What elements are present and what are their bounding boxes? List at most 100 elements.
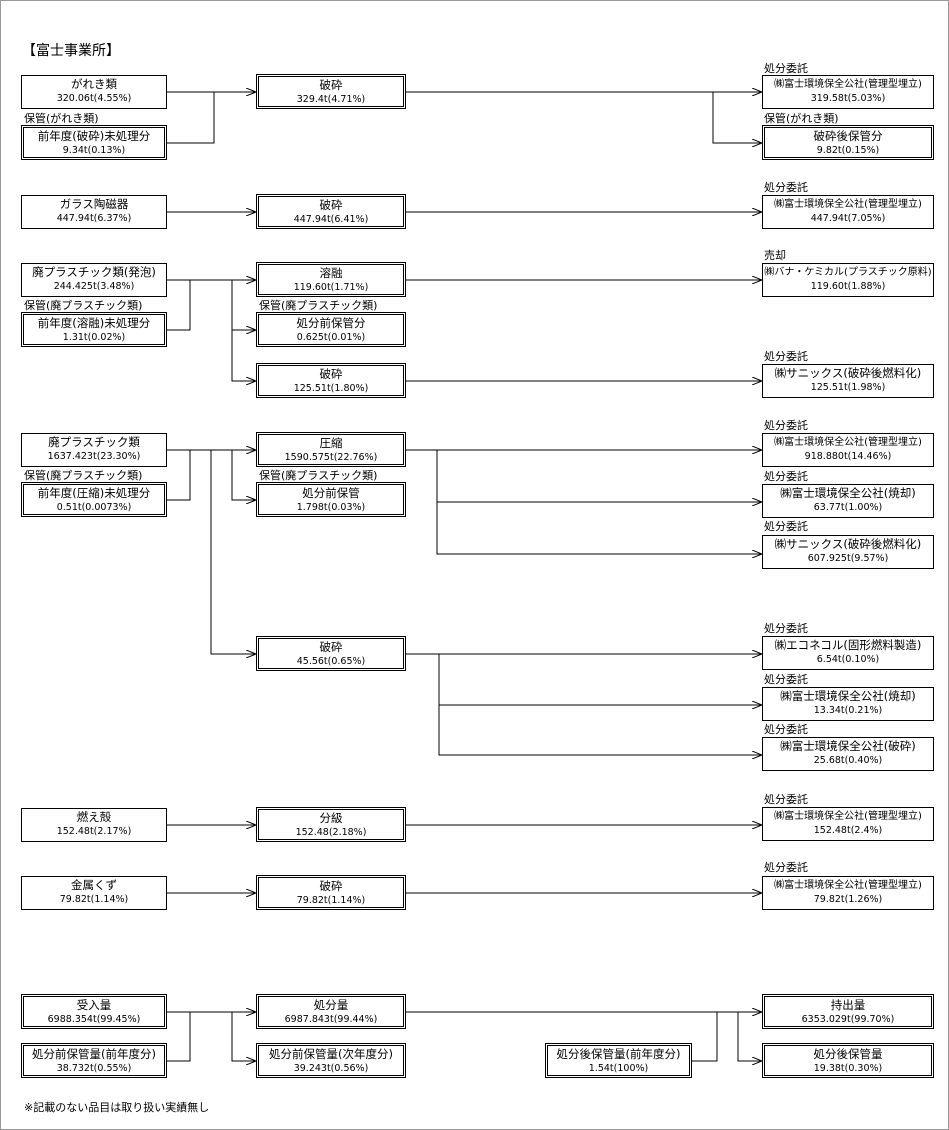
edge-a3-a5 [712, 92, 762, 143]
node-value: 607.925t(9.57%) [807, 553, 889, 564]
node-label: 処分前保管量(次年度分) [269, 1047, 393, 1061]
node-caption: 処分委託 [764, 793, 808, 806]
node-value: 447.94t(6.41%) [293, 214, 369, 225]
node-foam-carryover: 前年度(溶融)未処理分 1.31t(0.02%) [21, 312, 167, 347]
edge-c2-merge [167, 280, 191, 331]
node-value: 25.68t(0.40%) [813, 755, 883, 766]
node-label: ガラス陶磁器 [59, 197, 129, 211]
node-value: 125.51t(1.80%) [293, 383, 369, 394]
node-label: ㈱サニックス(破砕後燃料化) [774, 366, 922, 380]
node-label: ㈱富士環境保全公社(破砕) [780, 739, 916, 753]
edge-g-branch-g4 [231, 1012, 256, 1061]
node-caption: 保管(がれき類) [764, 112, 839, 125]
node-value: 0.625t(0.01%) [296, 332, 366, 343]
node-plastic-foam: 廃プラスチック類(発泡) 244.425t(3.48%) [21, 263, 167, 297]
node-sanix-d: ㈱サニックス(破砕後燃料化) 607.925t(9.57%) [762, 535, 934, 569]
node-gareki-carryover: 前年度(破砕)未処理分 9.34t(0.13%) [21, 125, 167, 160]
node-label: がれき類 [71, 77, 117, 91]
node-value: 319.58t(5.03%) [810, 93, 886, 104]
edge-c-branch-c5 [231, 330, 256, 381]
node-caption: 保管(廃プラスチック類) [259, 299, 378, 312]
node-value: 152.48t(2.17%) [56, 826, 132, 837]
node-value: 918.880t(14.46%) [804, 451, 892, 462]
node-melt: 溶融 119.60t(1.71%) [256, 262, 406, 297]
node-label: ㈱富士環境保全公社(管理型埋立) [774, 437, 922, 448]
node-label: 金属くず [71, 878, 117, 892]
node-value: 1.31t(0.02%) [62, 332, 126, 343]
node-label: 処分量 [313, 998, 349, 1012]
node-total-processed: 処分量 6987.843t(99.44%) [256, 994, 406, 1029]
node-label: 処分後保管量 [813, 1047, 883, 1061]
node-label: ㈱富士環境保全公社(管理型埋立) [774, 79, 922, 90]
node-value: 1.54t(100%) [588, 1063, 649, 1074]
node-label: ㈱富士環境保全公社(管理型埋立) [774, 811, 922, 822]
node-glass-ceramics: ガラス陶磁器 447.94t(6.37%) [21, 195, 167, 229]
node-value: 79.82t(1.14%) [296, 895, 366, 906]
node-label: 破砕 [319, 879, 343, 893]
node-plastic: 廃プラスチック類 1637.423t(23.30%) [21, 433, 167, 467]
node-label: 廃プラスチック類 [48, 435, 140, 449]
node-value: 1590.575t(22.76%) [284, 452, 378, 463]
node-foam-crush: 破砕 125.51t(1.80%) [256, 363, 406, 398]
node-value: 152.48(2.18%) [295, 827, 367, 838]
node-value: 63.77t(1.00%) [813, 502, 883, 513]
node-value: 0.51t(0.0073%) [56, 502, 132, 513]
node-plastic-carryover: 前年度(圧縮)未処理分 0.51t(0.0073%) [21, 482, 167, 517]
node-label: 処分前保管分 [296, 316, 366, 330]
node-compress: 圧縮 1590.575t(22.76%) [256, 432, 406, 467]
node-fuji-landfill-b: ㈱富士環境保全公社(管理型埋立) 447.94t(7.05%) [762, 195, 934, 229]
node-value: 320.06t(4.55%) [56, 93, 132, 104]
node-value: 9.82t(0.15%) [816, 145, 880, 156]
node-label: 破砕後保管分 [813, 129, 883, 143]
edge-d8-d10 [438, 654, 762, 705]
node-value: 1637.423t(23.30%) [47, 451, 141, 462]
node-caption: 保管(廃プラスチック類) [24, 299, 143, 312]
node-fuji-incinerate-d2: ㈱富士環境保全公社(焼却) 13.34t(0.21%) [762, 687, 934, 721]
node-value: 39.243t(0.56%) [293, 1063, 369, 1074]
edge-d3-d6 [436, 450, 762, 502]
node-total-shipped: 持出量 6353.029t(99.70%) [762, 994, 934, 1029]
node-label: 前年度(破砕)未処理分 [37, 129, 151, 143]
node-value: 6987.843t(99.44%) [284, 1014, 378, 1025]
node-value: 447.94t(7.05%) [810, 213, 886, 224]
node-label: 受入量 [76, 998, 112, 1012]
node-label: 破砕 [319, 367, 343, 381]
node-value: 125.51t(1.98%) [810, 382, 886, 393]
node-value: 329.4t(4.71%) [296, 94, 366, 105]
node-bana-chemical: ㈱バナ・ケミカル(プラスチック原料) 119.60t(1.88%) [762, 263, 934, 297]
node-label: 分級 [319, 811, 343, 825]
node-foam-prestore: 処分前保管分 0.625t(0.01%) [256, 312, 406, 347]
node-caption: 処分委託 [764, 350, 808, 363]
node-label: ㈱富士環境保全公社(管理型埋立) [774, 880, 922, 891]
node-value: 45.56t(0.65%) [296, 656, 366, 667]
node-caption: 保管(廃プラスチック類) [24, 469, 143, 482]
node-fuji-landfill-d: ㈱富士環境保全公社(管理型埋立) 918.880t(14.46%) [762, 433, 934, 467]
node-value: 6353.029t(99.70%) [801, 1014, 895, 1025]
node-value: 19.38t(0.30%) [813, 1063, 883, 1074]
node-total-poststore: 処分後保管量 19.38t(0.30%) [762, 1043, 934, 1078]
node-total-received: 受入量 6988.354t(99.45%) [21, 994, 167, 1029]
node-gareki-crush: 破砕 329.4t(4.71%) [256, 74, 406, 109]
node-plastic-prestore: 処分前保管 1.798t(0.03%) [256, 482, 406, 517]
node-label: 破砕 [319, 78, 343, 92]
node-value: 119.60t(1.71%) [293, 282, 369, 293]
node-total-prestore-prev: 処分前保管量(前年度分) 38.732t(0.55%) [21, 1043, 167, 1078]
edge-g5-merge [692, 1012, 718, 1062]
edge-d8-d11 [438, 705, 762, 755]
node-label: 圧縮 [319, 436, 343, 450]
node-label: ㈱富士環境保全公社(焼却) [780, 486, 916, 500]
edge-d-branch-d8 [210, 450, 256, 654]
node-label: ㈱富士環境保全公社(管理型埋立) [774, 199, 922, 210]
edge-d-branch-d4 [231, 450, 256, 500]
node-value: 244.425t(3.48%) [53, 281, 135, 292]
node-label: 処分後保管量(前年度分) [556, 1047, 681, 1061]
node-label: ㈱サニックス(破砕後燃料化) [774, 537, 922, 551]
node-label: ㈱バナ・ケミカル(プラスチック原料) [764, 267, 932, 278]
footnote: ※記載のない品目は取り扱い実績無し [24, 1101, 210, 1114]
node-value: 9.34t(0.13%) [62, 145, 126, 156]
node-value: 1.798t(0.03%) [296, 502, 366, 513]
node-fuji-crush-d: ㈱富士環境保全公社(破砕) 25.68t(0.40%) [762, 737, 934, 771]
node-value: 6.54t(0.10%) [816, 654, 880, 665]
node-gareki-stored: 破砕後保管分 9.82t(0.15%) [762, 125, 934, 160]
